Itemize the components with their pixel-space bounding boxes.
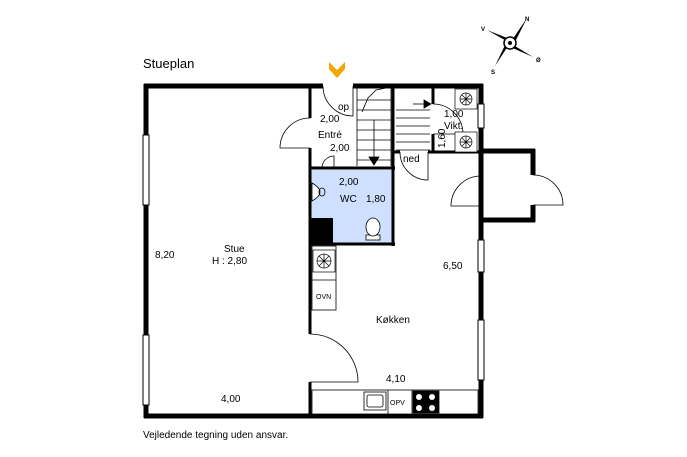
- wc-installation-block: [310, 218, 333, 244]
- entre-dim-top: 2,00: [320, 114, 340, 125]
- dishwasher-label: OPV: [390, 400, 405, 407]
- wc-dim-right: 1,80: [366, 194, 386, 205]
- staircase: [356, 87, 432, 166]
- entrance-marker-icon: [329, 62, 345, 78]
- compass-south-label: S: [491, 70, 495, 76]
- entre-dim-bottom: 2,00: [330, 143, 350, 154]
- vikt-dim: 1,00: [444, 109, 464, 120]
- floor-title: Stueplan: [143, 56, 195, 71]
- stue-dim-bottom: 4,00: [221, 394, 241, 405]
- compass-north-label: N: [525, 17, 529, 23]
- stue-height: H : 2,80: [212, 256, 247, 267]
- wc-fixtures: [311, 182, 381, 241]
- stue-dim-left: 8,20: [155, 250, 175, 261]
- kokken-dim-bottom: 4,10: [386, 374, 406, 385]
- compass-west-label: V: [481, 27, 485, 33]
- wc-room-name: WC: [340, 194, 357, 205]
- kokken-room-name: Køkken: [376, 315, 410, 326]
- entre-up-label: op: [338, 102, 350, 113]
- kokken-dim-right: 6,50: [443, 261, 463, 272]
- hob-icon: [416, 394, 435, 411]
- vikt-dim-side: 1,60: [437, 128, 448, 148]
- interior-walls: [308, 86, 481, 416]
- windows: [142, 103, 485, 406]
- vikt-room-name: Vikt.: [444, 121, 463, 132]
- stair-down-label: ned: [403, 154, 420, 165]
- oven-label: OVN: [316, 294, 331, 301]
- compass-icon: N V S Ø: [481, 17, 541, 76]
- wc-dim-top: 2,00: [339, 177, 359, 188]
- disclaimer-text: Vejledende tegning uden ansvar.: [143, 430, 289, 441]
- vent-icon: [312, 88, 478, 273]
- stue-room-name: Stue: [224, 244, 245, 255]
- doors: [279, 85, 564, 383]
- compass-east-label: Ø: [536, 58, 541, 64]
- entre-room-name: Entré: [318, 130, 342, 141]
